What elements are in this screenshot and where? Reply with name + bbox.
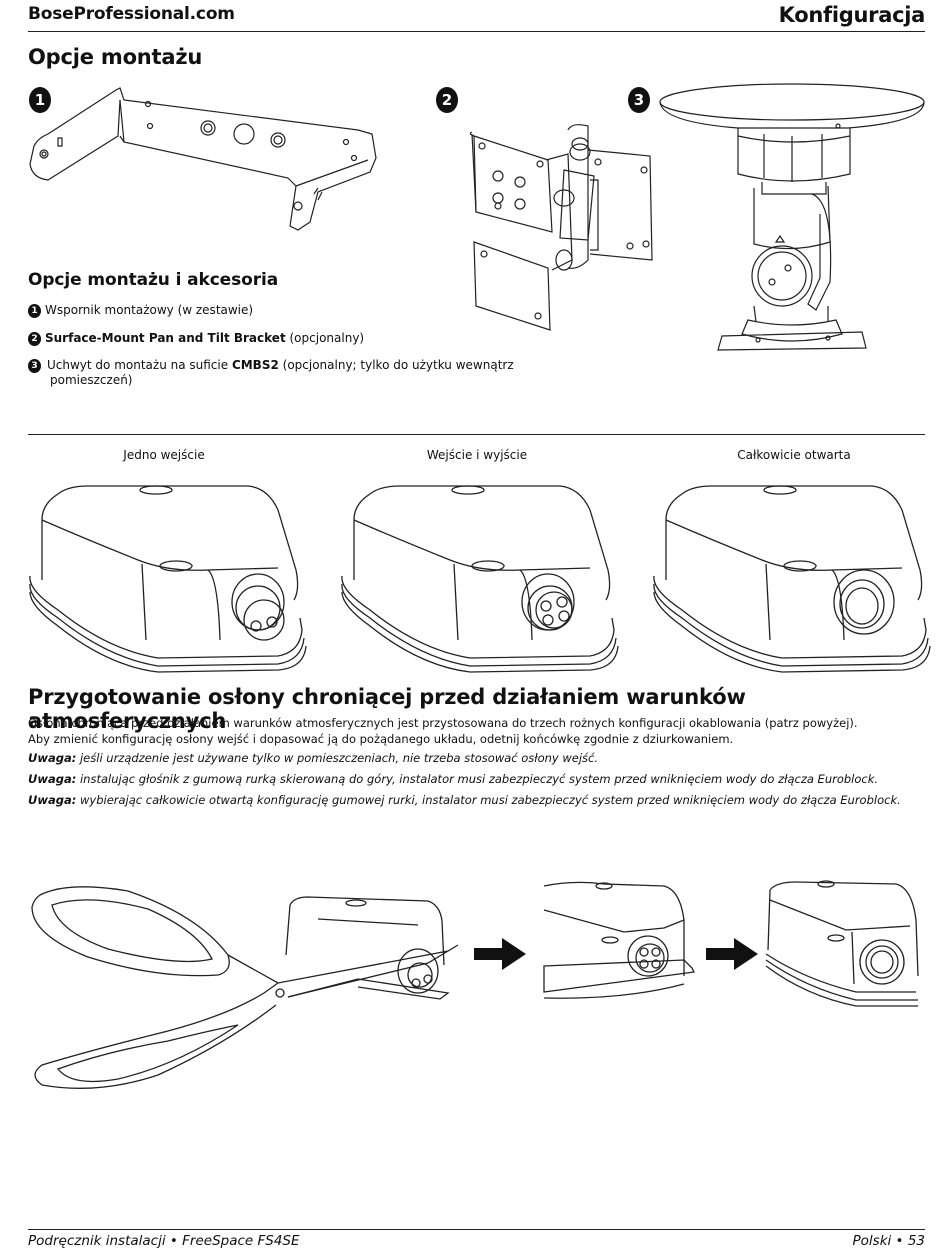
weather-body-2: Aby zmienić konfigurację osłony wejść i … [28,732,734,746]
footer-page-number: Polski • 53 [852,1233,925,1249]
footer-manual-title: Podręcznik instalacji • FreeSpace FS4SE [28,1233,300,1249]
mounting-title: Opcje montażu [28,45,203,69]
cover-open-result-illustration [766,880,926,1010]
cover-caption-in-out: Wejście i wyjście [426,448,528,462]
ceiling-mount-illustration [658,82,928,360]
note-1: Uwaga: jeśli urządzenie jest używane tyl… [28,751,598,765]
header-rule [28,31,925,32]
accessory-item-3-pre: Uchwyt do montażu na suficie [47,358,232,372]
accessory-item-2-text: (opcjonalny) [285,331,365,345]
item-number-2: 2 [28,332,41,346]
cover-in-out-illustration [340,480,620,670]
accessory-item-3: 3 Uchwyt do montażu na suficie CMBS2 (opc… [28,358,514,388]
figure-number-3: 3 [628,87,650,113]
accessory-item-3-text: (opcjonalny; tylko do użytku wewnątrz [278,358,514,372]
section-rule [28,434,925,435]
accessory-item-2: 2 Surface-Mount Pan and Tilt Bracket (opc… [28,331,364,346]
cover-caption-single: Jedno wejście [123,448,205,462]
item-number-3: 3 [28,359,41,373]
accessory-item-2-name: Surface-Mount Pan and Tilt Bracket [45,331,286,345]
figure-number-2: 2 [436,87,458,113]
arrow-right-icon [706,938,758,970]
item-number-1: 1 [28,304,41,318]
note-3-label: Uwaga: [28,793,77,807]
accessory-item-3-name: CMBS2 [231,358,279,372]
note-2: Uwaga: instalując głośnik z gumową rurką… [28,772,878,786]
weather-cover-title: Przygotowanie osłony chroniącej przed dz… [28,685,746,733]
note-3: Uwaga: wybierając całkowicie otwartą kon… [28,793,901,807]
accessory-item-1: 1 Wspornik montażowy (w zestawie) [28,303,253,318]
figure-number-1: 1 [29,87,51,113]
accessory-item-3-text2: pomieszczeń) [50,373,133,387]
arrow-right-icon [474,938,526,970]
section-title: Konfiguracja [778,3,926,27]
note-1-text: jeśli urządzenie jest używane tylko w po… [76,751,599,765]
mounting-bracket-illustration [28,82,383,242]
cover-fully-open-illustration [652,480,932,670]
weather-body-1: Osłona chroniąca przed działaniem warunk… [28,716,858,730]
note-2-label: Uwaga: [28,772,77,786]
note-1-label: Uwaga: [28,751,77,765]
note-2-text: instalując głośnik z gumową rurką skiero… [76,772,879,786]
cover-single-input-illustration [28,480,308,670]
footer-rule [28,1229,925,1230]
site-name: BoseProfessional.com [28,4,235,24]
cover-caption-open: Całkowicie otwarta [737,448,851,462]
pan-tilt-bracket-illustration [468,120,658,335]
cover-cut-closeup-illustration [544,880,694,1010]
note-3-text: wybierając całkowicie otwartą konfigurac… [76,793,901,807]
scissors-cutting-illustration [28,875,468,1105]
accessory-item-1-text: Wspornik montażowy (w zestawie) [45,303,254,317]
accessories-title: Opcje montażu i akcesoria [28,270,279,290]
